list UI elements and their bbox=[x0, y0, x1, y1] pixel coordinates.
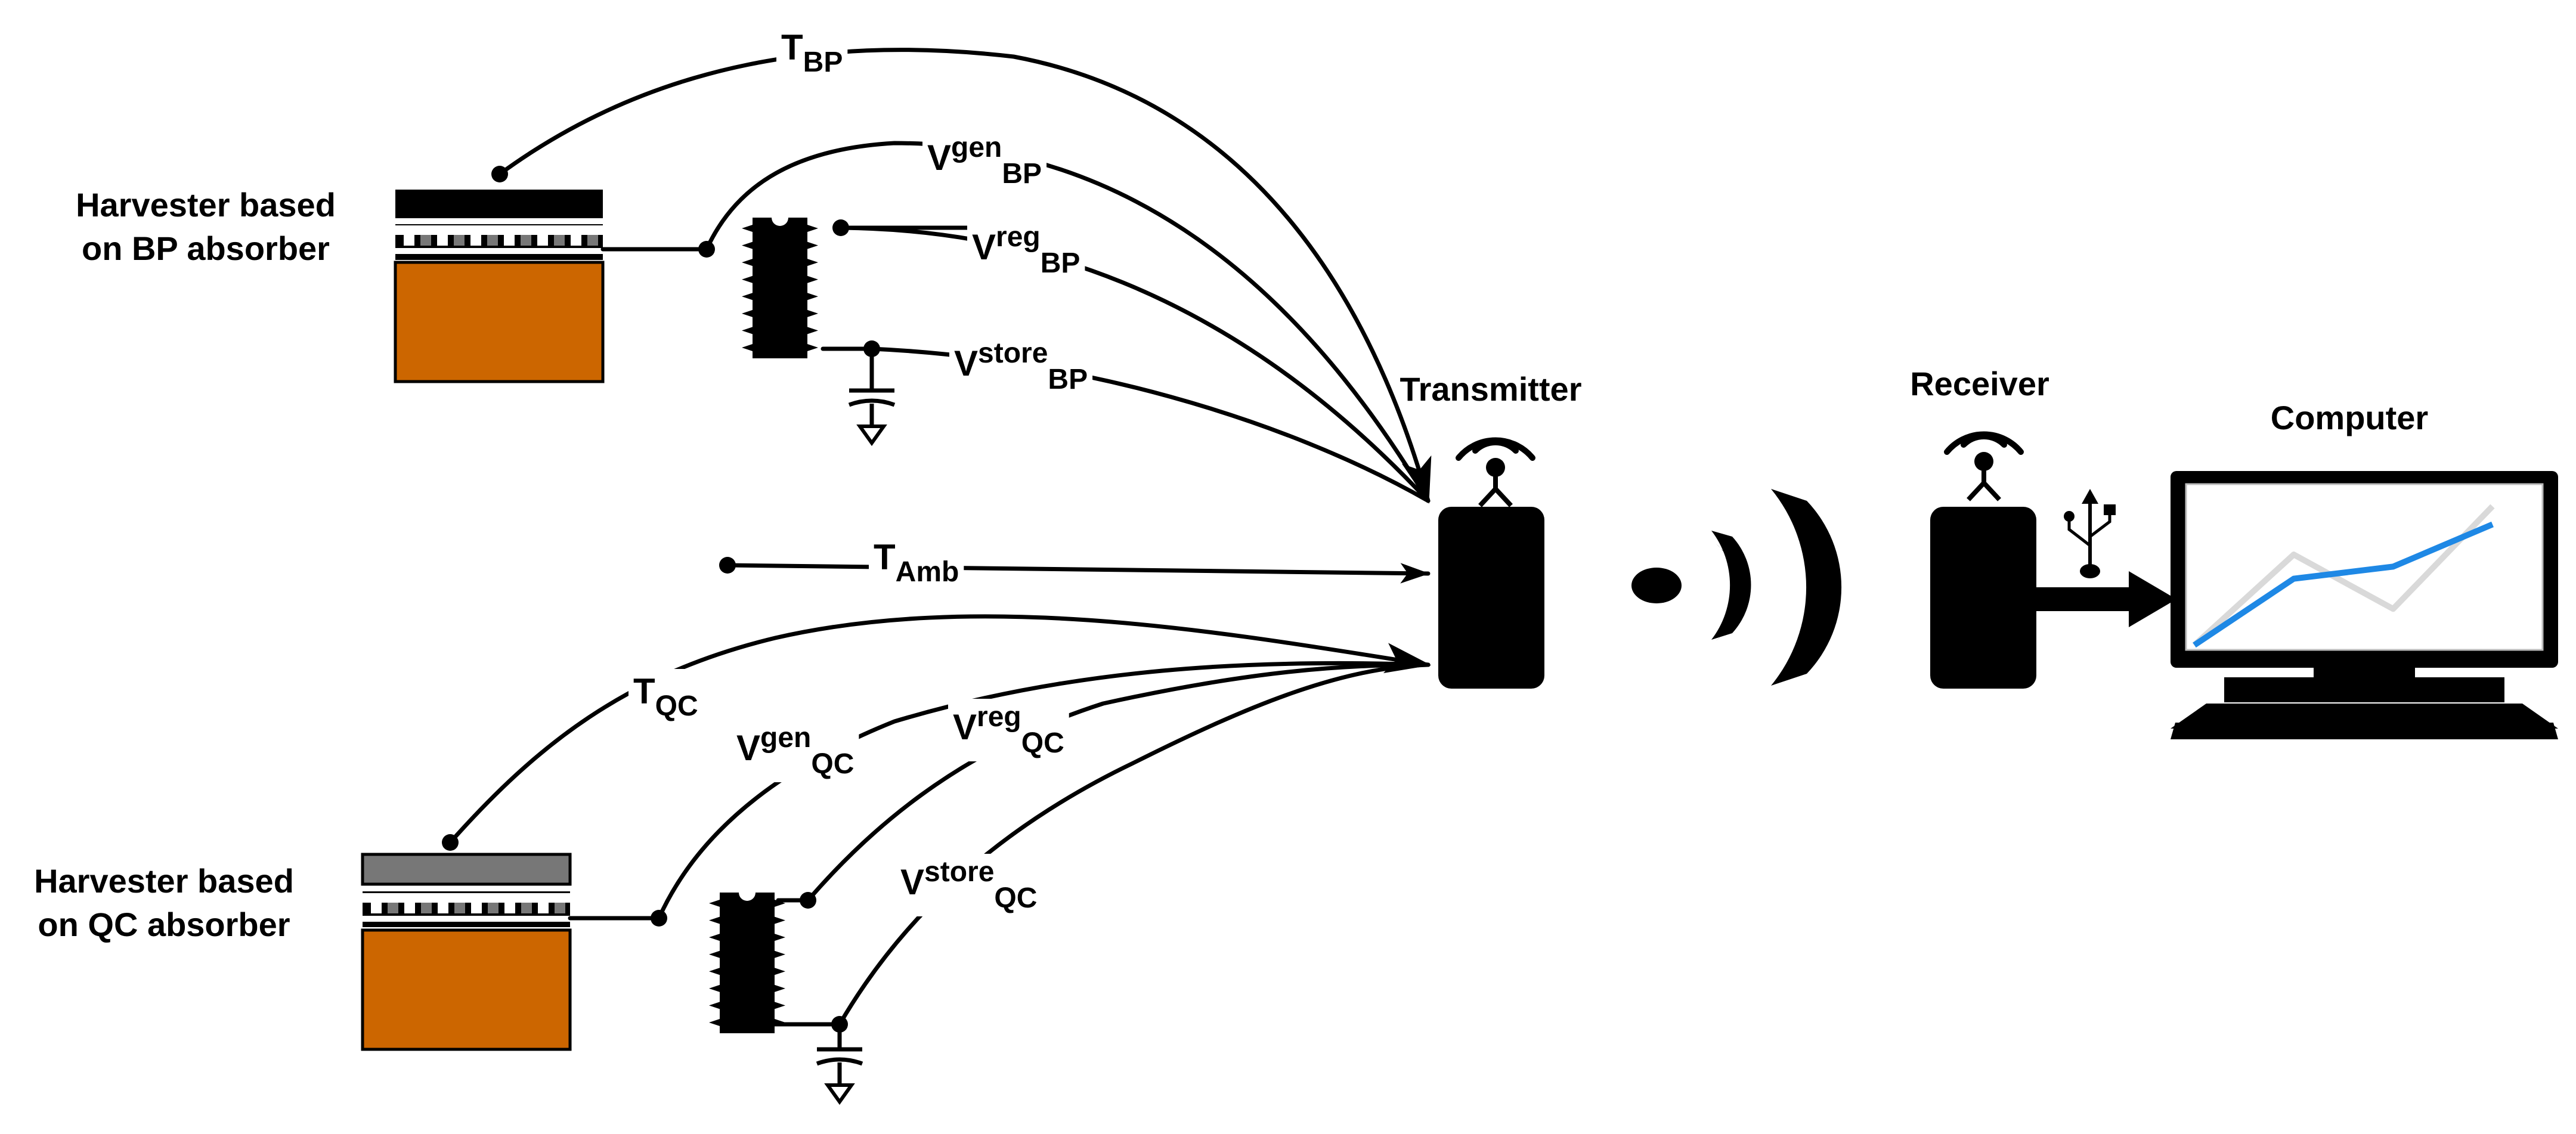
ic-chip-icon bbox=[709, 893, 785, 1033]
bp-store-stub bbox=[821, 346, 874, 393]
bp-reg-dot bbox=[832, 219, 849, 236]
capacitor-ground-icon bbox=[816, 1047, 863, 1105]
qc-junction-dot bbox=[651, 910, 667, 927]
usb-connection-arrow bbox=[2036, 571, 2176, 627]
signal-label-t-bp: TBP bbox=[776, 25, 848, 80]
signal-label-vstore-bp: VstoreBP bbox=[949, 335, 1093, 398]
svg-text:VgenBP: VgenBP bbox=[927, 132, 1042, 190]
svg-text:TAmb: TAmb bbox=[874, 537, 959, 588]
svg-text:VgenQC: VgenQC bbox=[736, 722, 854, 780]
signal-label-t-qc: TQC bbox=[628, 669, 703, 724]
qc-reg-dot bbox=[800, 892, 816, 909]
signal-label-vreg-qc: VregQC bbox=[948, 699, 1069, 761]
qc-heat-sink bbox=[361, 928, 572, 1051]
qc-store-dot bbox=[831, 1016, 848, 1033]
svg-text:TQC: TQC bbox=[633, 671, 698, 722]
svg-text:VstoreQC: VstoreQC bbox=[900, 856, 1037, 914]
svg-text:TBP: TBP bbox=[781, 27, 843, 78]
svg-text:VstoreBP: VstoreBP bbox=[954, 337, 1088, 395]
svg-text:VregBP: VregBP bbox=[972, 221, 1080, 279]
signal-label-t-amb: TAmb bbox=[869, 535, 964, 590]
signal-label-vstore-qc: VstoreQC bbox=[896, 854, 1042, 916]
qc-store-stub bbox=[767, 1022, 842, 1052]
qc-harvester-label-line1: Harvester based bbox=[34, 862, 294, 900]
ic-chip-icon bbox=[742, 218, 818, 358]
bp-thermoelectric-pattern bbox=[395, 225, 603, 254]
receiver-device bbox=[1930, 507, 2036, 689]
bp-harvester-label-line1: Harvester based bbox=[76, 186, 336, 224]
svg-text:VregQC: VregQC bbox=[953, 701, 1064, 759]
usb-icon bbox=[2064, 489, 2116, 578]
signal-label-vgen-qc: VgenQC bbox=[732, 720, 859, 782]
receiver-label: Receiver bbox=[1910, 365, 2049, 402]
screen-plot-series-1 bbox=[2193, 521, 2494, 648]
antenna-icon bbox=[1944, 431, 2024, 501]
computer-monitor-icon bbox=[2171, 471, 2558, 739]
bp-heat-sink bbox=[394, 261, 605, 383]
ambient-temp-sensor-dot bbox=[719, 557, 736, 574]
signal-label-vreg-bp: VregBP bbox=[967, 219, 1085, 281]
wire-vreg-qc bbox=[806, 662, 1431, 903]
wire-t-qc bbox=[448, 614, 1432, 845]
screen-line-plot bbox=[2192, 504, 2495, 648]
bp-temp-sensor-dot bbox=[491, 166, 508, 182]
wire-vgen-qc bbox=[657, 661, 1431, 921]
capacitor-ground-icon bbox=[848, 388, 896, 447]
bp-harvester-label-line2: on BP absorber bbox=[82, 230, 330, 267]
bp-store-dot bbox=[863, 340, 880, 357]
signal-label-vgen-bp: VgenBP bbox=[922, 129, 1047, 192]
wire-vstore-qc bbox=[837, 662, 1431, 1027]
transmitter-device bbox=[1438, 507, 1544, 689]
qc-harvester-label-line2: on QC absorber bbox=[38, 906, 290, 943]
keyboard bbox=[2171, 704, 2558, 729]
computer-label: Computer bbox=[2271, 399, 2428, 436]
screen-plot-series-0 bbox=[2192, 504, 2495, 647]
wire-t-bp bbox=[497, 48, 1432, 504]
wire-vreg-bp bbox=[838, 225, 1431, 503]
bp-absorber-layer bbox=[395, 190, 603, 218]
transmitter-label: Transmitter bbox=[1400, 370, 1582, 408]
wireless-signal-icon bbox=[1631, 489, 1842, 686]
antenna-icon bbox=[1456, 437, 1535, 507]
qc-thermoelectric-pattern bbox=[363, 893, 570, 922]
qc-harvester bbox=[361, 853, 572, 1051]
qc-absorber-layer bbox=[361, 853, 572, 886]
bp-junction-dot bbox=[698, 241, 715, 258]
bp-harvester bbox=[394, 190, 605, 383]
wire-t-amb bbox=[725, 563, 1431, 584]
qc-temp-sensor-dot bbox=[442, 834, 459, 851]
